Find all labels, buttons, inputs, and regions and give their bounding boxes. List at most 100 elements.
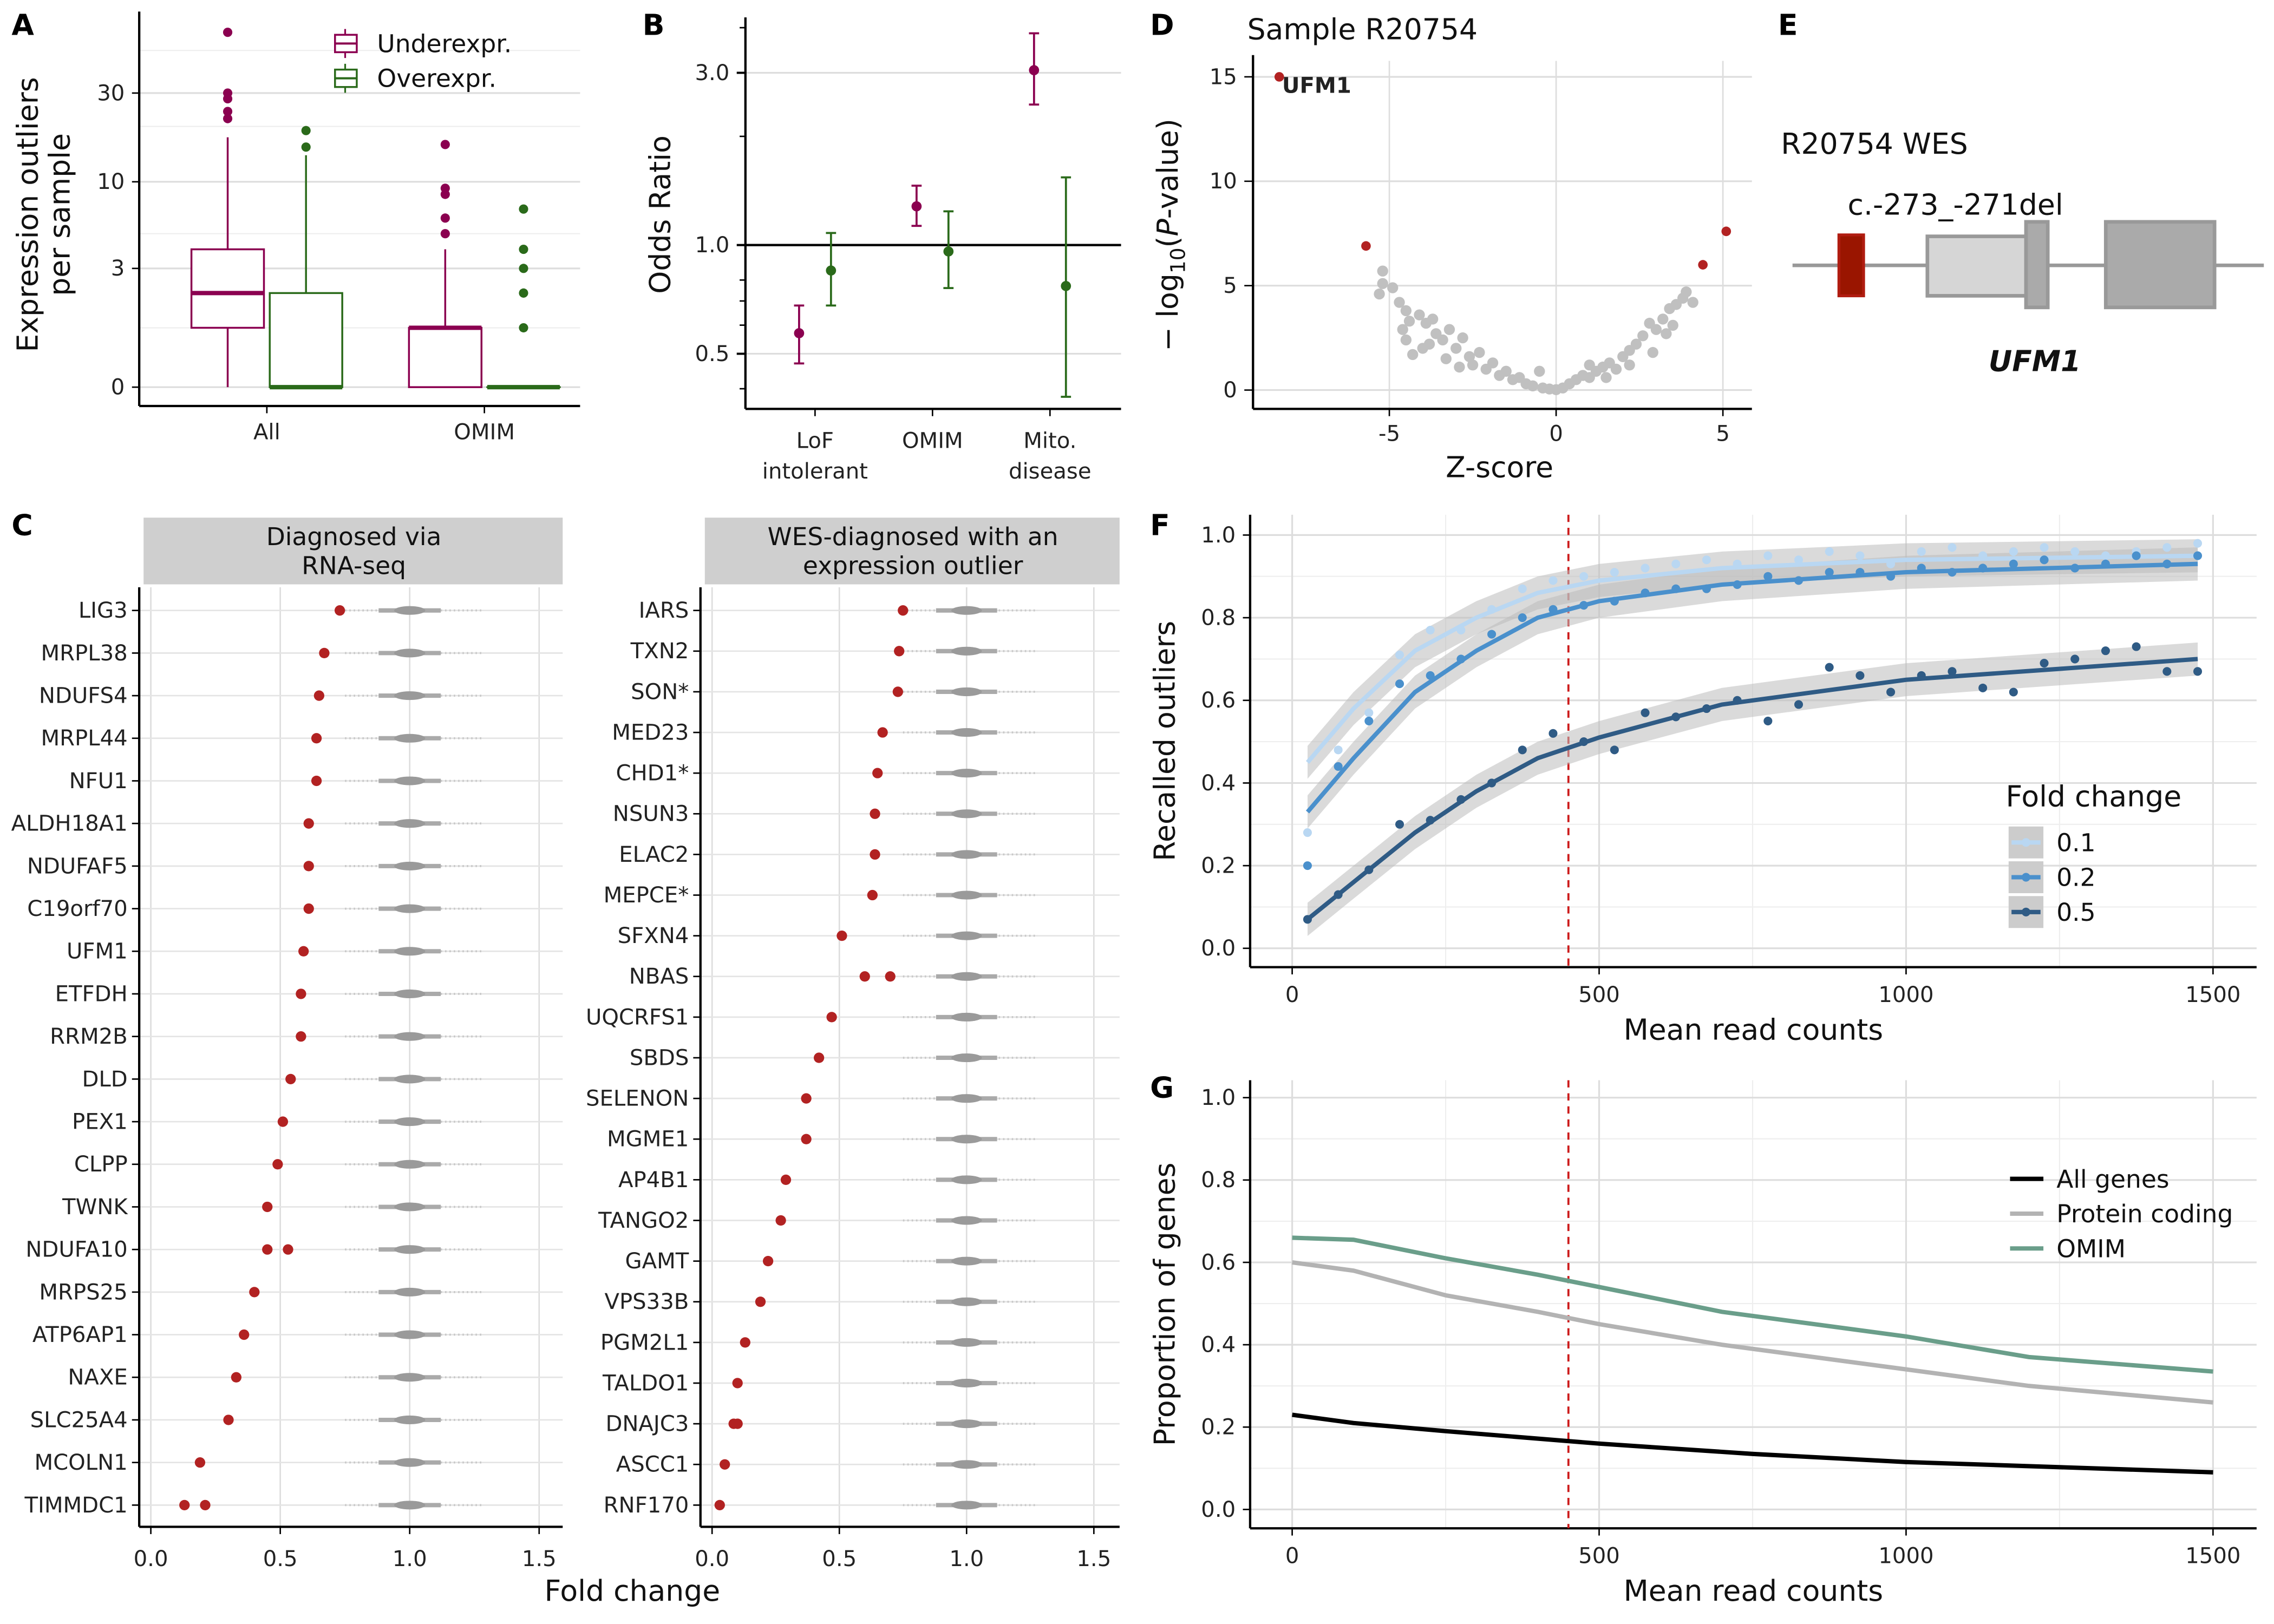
y-tick-label: 0 bbox=[1223, 378, 1237, 403]
data-point bbox=[2009, 559, 2018, 568]
data-point bbox=[2132, 642, 2141, 651]
outlier-point bbox=[519, 323, 528, 333]
box bbox=[190, 248, 265, 329]
y-tick-label: 1.0 bbox=[695, 233, 729, 258]
data-point bbox=[1518, 584, 1527, 593]
gene-point bbox=[1377, 278, 1388, 289]
outlier-point bbox=[303, 861, 314, 872]
gene-label: ETFDH bbox=[55, 981, 128, 1006]
x-tick-label: 5 bbox=[1716, 421, 1730, 446]
background-distribution-core bbox=[951, 1216, 982, 1225]
outlier-point bbox=[1274, 72, 1284, 82]
data-point bbox=[1794, 555, 1803, 565]
facet-title: RNA-seq bbox=[302, 552, 406, 580]
background-distribution-core bbox=[394, 904, 426, 913]
background-distribution-core bbox=[394, 691, 426, 700]
gene-label: LIG3 bbox=[79, 598, 128, 623]
gene-label: DNAJC3 bbox=[605, 1412, 689, 1437]
outlier-point bbox=[301, 126, 311, 135]
x-tick-label: 1500 bbox=[2185, 1544, 2240, 1569]
box-overexpr bbox=[269, 126, 343, 390]
y-title-post: -value) bbox=[1151, 119, 1185, 219]
series-line-protein-coding bbox=[1292, 1260, 2213, 1405]
variant-exon bbox=[1837, 233, 1865, 298]
x-tick-label: 1500 bbox=[2185, 983, 2240, 1007]
data-point bbox=[1426, 625, 1435, 635]
gene-point bbox=[1500, 365, 1512, 377]
data-point bbox=[2162, 543, 2172, 552]
data-point bbox=[1303, 828, 1312, 837]
background-distribution-core bbox=[394, 989, 426, 999]
x-tick-label: 1.5 bbox=[1076, 1547, 1111, 1571]
gene-point bbox=[1450, 343, 1462, 354]
outlier-point bbox=[303, 818, 314, 829]
confidence-band bbox=[1308, 547, 2198, 829]
y-tick-label: 0.8 bbox=[1201, 1168, 1236, 1193]
y-title-it: P bbox=[1151, 219, 1185, 237]
gene-point bbox=[1534, 365, 1545, 377]
background-distribution-core bbox=[394, 1032, 426, 1041]
data-point bbox=[2070, 654, 2080, 664]
box bbox=[269, 292, 343, 388]
gene-label: PEX1 bbox=[72, 1109, 128, 1134]
data-point bbox=[2193, 539, 2203, 548]
data-point bbox=[2101, 646, 2110, 656]
gene-label: TXN2 bbox=[630, 639, 689, 664]
data-point bbox=[1855, 551, 1865, 560]
data-point bbox=[1855, 671, 1865, 680]
data-point bbox=[1641, 708, 1650, 717]
x-tick-label: 0 bbox=[1549, 421, 1563, 446]
estimate-point bbox=[794, 328, 805, 338]
x-tick-label: 0.0 bbox=[134, 1547, 168, 1571]
gene-label: CHD1* bbox=[616, 761, 689, 786]
background-distribution-core bbox=[394, 1245, 426, 1254]
gene-label: GAMT bbox=[625, 1249, 689, 1274]
data-point bbox=[2193, 551, 2203, 560]
gene-point bbox=[1657, 313, 1669, 325]
background-distribution-core bbox=[951, 606, 982, 615]
estimate-point bbox=[826, 265, 837, 276]
panel-label-f: F bbox=[1150, 508, 1170, 542]
y-tick-label: 0.4 bbox=[1201, 771, 1236, 796]
outlier-point bbox=[440, 140, 450, 149]
outlier-point bbox=[223, 107, 233, 116]
gene-label: SON* bbox=[631, 679, 689, 704]
background-distribution-core bbox=[951, 1175, 982, 1184]
background-distribution-core bbox=[951, 1135, 982, 1144]
y-title-pre: − log bbox=[1151, 273, 1185, 351]
x-tick-label: 500 bbox=[1578, 1544, 1620, 1569]
y-axis-title-line1: Expression outliers bbox=[11, 77, 45, 352]
data-point bbox=[1610, 568, 1619, 577]
error-bar bbox=[1061, 176, 1071, 398]
outlier-point bbox=[200, 1499, 211, 1510]
background-distribution-core bbox=[394, 1075, 426, 1084]
y-tick-label: 0.6 bbox=[1201, 1250, 1236, 1275]
gene-label: TIMMDC1 bbox=[24, 1493, 128, 1518]
data-point bbox=[1395, 820, 1404, 829]
box-overexpr bbox=[486, 204, 561, 390]
outlier-point bbox=[519, 204, 528, 214]
sample-label: R20754 WES bbox=[1781, 127, 1968, 161]
background-distribution-core bbox=[394, 1202, 426, 1212]
gene-label: NSUN3 bbox=[613, 802, 689, 827]
background-distribution-core bbox=[394, 1458, 426, 1467]
outlier-point bbox=[440, 189, 450, 199]
y-tick-label: 0.0 bbox=[1201, 936, 1236, 961]
x-tick-label: 0.0 bbox=[695, 1547, 729, 1571]
data-point bbox=[2070, 547, 2080, 556]
outlier-point bbox=[1698, 260, 1708, 270]
panel-label-a: A bbox=[11, 8, 34, 42]
gene-label: ATP6AP1 bbox=[32, 1322, 128, 1347]
outlier-point bbox=[859, 971, 870, 982]
y-tick-label: 3 bbox=[111, 256, 125, 281]
outlier-point bbox=[272, 1159, 283, 1170]
outlier-point bbox=[755, 1296, 766, 1307]
y-axis-title-line2: per sample bbox=[43, 133, 77, 296]
outlier-point bbox=[277, 1116, 289, 1127]
background-distribution-core bbox=[951, 809, 982, 818]
legend-label: OMIM bbox=[2056, 1234, 2126, 1263]
y-axis-title: Expression outliersper sample bbox=[11, 77, 77, 352]
